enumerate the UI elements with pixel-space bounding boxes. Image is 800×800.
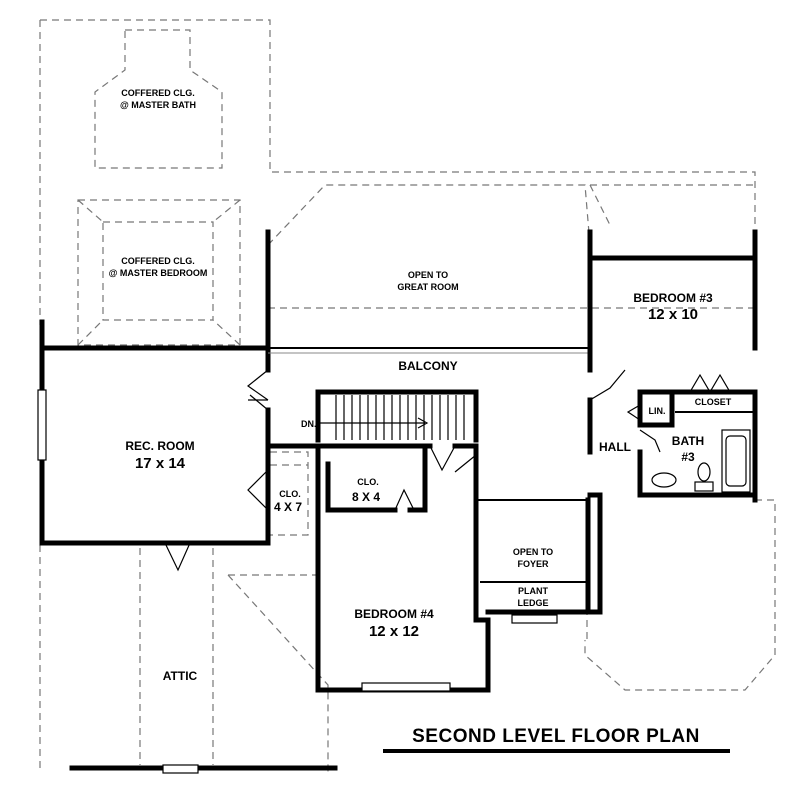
open-great-room-line1: OPEN TO [408, 270, 448, 280]
hall-label: HALL [599, 440, 631, 454]
coffered-bath-line1: COFFERED CLG. [121, 88, 195, 98]
open-foyer-line2: FOYER [517, 559, 549, 569]
closet-label: CLOSET [695, 397, 732, 407]
doors [164, 369, 731, 572]
windows [37, 389, 558, 774]
stair-treads [320, 395, 465, 440]
plant-ledge-line1: PLANT [518, 586, 548, 596]
plan-title: SECOND LEVEL FLOOR PLAN [412, 726, 700, 747]
labels: COFFERED CLG. @ MASTER BATH COFFERED CLG… [109, 88, 732, 747]
clo-mid-name: CLO. [357, 477, 379, 487]
bath3-name: BATH [672, 434, 704, 448]
bath3-num: #3 [681, 450, 695, 464]
rec-room-dim: 17 x 14 [135, 455, 186, 472]
roof-outline-lines [39, 19, 776, 775]
coffered-bedroom-line1: COFFERED CLG. [121, 256, 195, 266]
open-foyer-line1: OPEN TO [513, 547, 553, 557]
attic-label: ATTIC [163, 669, 198, 683]
clo-left-name: CLO. [279, 489, 301, 499]
bath-fixtures [651, 429, 751, 493]
clo-mid-dim: 8 X 4 [352, 490, 380, 504]
open-great-room-line2: GREAT ROOM [397, 282, 458, 292]
bedroom4-dim: 12 x 12 [369, 623, 419, 640]
walls [39, 229, 758, 771]
linen-label: LIN. [649, 406, 666, 416]
bedroom4-name: BEDROOM #4 [354, 607, 434, 621]
balcony-label: BALCONY [398, 359, 457, 373]
stairs-dn-label: DN. [301, 419, 317, 429]
clo-left-dim: 4 X 7 [274, 500, 302, 514]
plant-ledge-line2: LEDGE [517, 598, 548, 608]
bedroom3-dim: 12 x 10 [648, 306, 698, 323]
rec-room-name: REC. ROOM [125, 439, 194, 453]
coffered-bath-line2: @ MASTER BATH [120, 100, 196, 110]
coffered-bedroom-line2: @ MASTER BEDROOM [109, 268, 208, 278]
bedroom3-name: BEDROOM #3 [633, 291, 713, 305]
